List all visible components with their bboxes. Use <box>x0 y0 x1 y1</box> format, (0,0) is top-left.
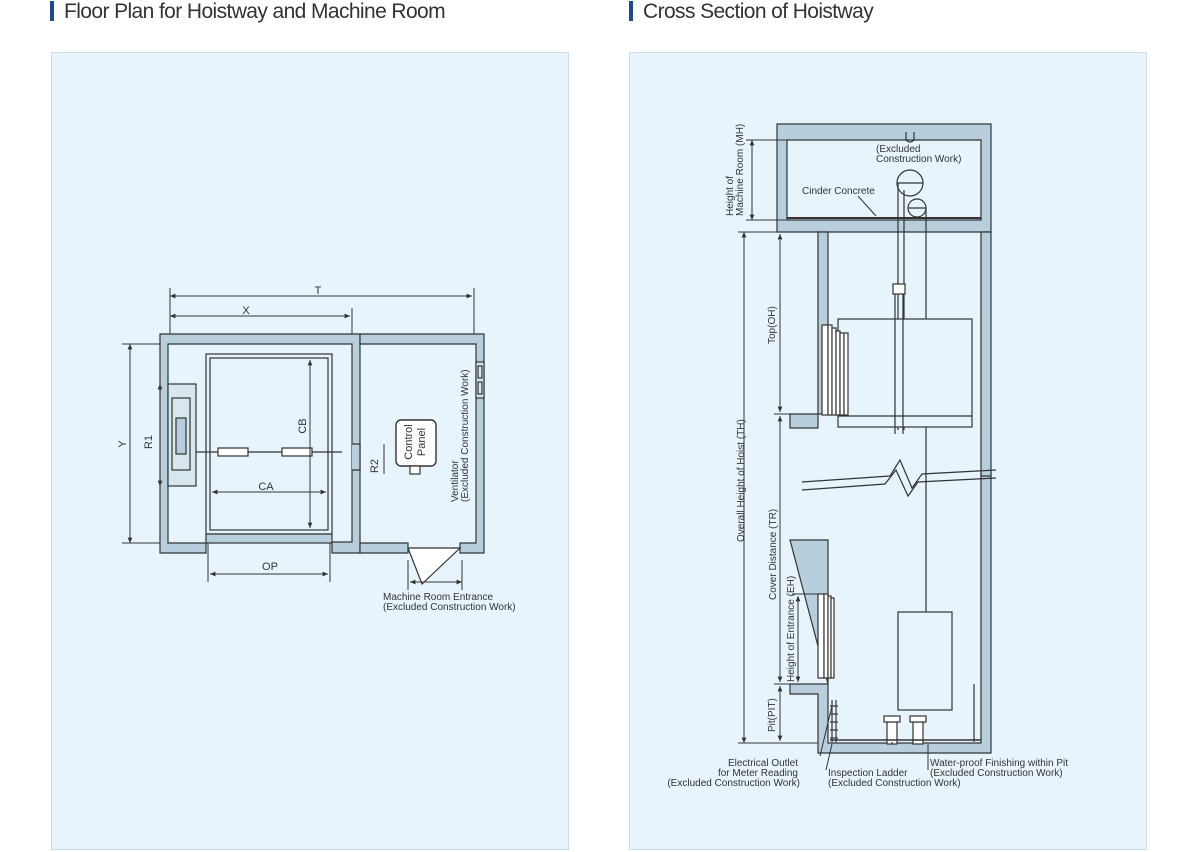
overall-height-label: Overall Height of Hoist (TH) <box>736 419 747 542</box>
car-frame <box>837 318 973 428</box>
control-panel-icon <box>395 419 437 475</box>
machine-room-entrance-label-2: (Excluded Construction Work) <box>383 602 516 613</box>
hoistway-left-wall-lower <box>789 471 992 754</box>
car-outline <box>205 353 333 535</box>
control-panel-label-2: Panel <box>416 428 428 456</box>
entrance-height-label: Height of Entrance (EH) <box>786 576 797 682</box>
floor-plan-drawing <box>159 333 485 586</box>
break-line <box>801 458 997 490</box>
dim-R1: R1 <box>143 435 155 449</box>
dim-CA: CA <box>258 481 274 493</box>
floor-plan-labels: T X Y R1 R2 CB CA OP Control Panel Venti… <box>117 285 516 613</box>
hook-icon <box>905 132 915 143</box>
ventilator-icon <box>475 361 485 399</box>
control-panel-label-1: Control <box>403 424 415 459</box>
cross-section-title: Cross Section of Hoistway <box>628 0 874 23</box>
pit-label: Pit(PIT) <box>767 698 778 732</box>
electrical-outlet-label-3: (Excluded Construction Work) <box>667 778 800 789</box>
excluded-top-label-1: (Excluded <box>876 144 920 155</box>
cross-section-drawing <box>776 123 997 754</box>
inspection-ladder-label-1: Inspection Ladder <box>828 768 908 779</box>
waterproof-label-1: Water-proof Finishing within Pit <box>930 758 1068 769</box>
electrical-outlet-label-1: Electrical Outlet <box>728 758 798 769</box>
floor-plan-dimensions <box>122 288 475 590</box>
dim-R2: R2 <box>369 459 381 473</box>
cinder-concrete-label: Cinder Concrete <box>802 186 875 197</box>
buffer-icon <box>883 715 901 745</box>
machine-room-height-label-2: Machine Room (MH) <box>735 124 746 216</box>
floor-plan-title: Floor Plan for Hoistway and Machine Room <box>49 0 446 23</box>
dim-Y: Y <box>117 440 129 448</box>
dim-T: T <box>315 285 322 297</box>
ventilator-label-1: Ventilator <box>450 460 461 502</box>
dim-X: X <box>242 305 250 317</box>
door-sill <box>205 533 333 544</box>
inspection-ladder <box>830 700 838 742</box>
cross-section-labels: Height of Machine Room (MH) (Excluded Co… <box>667 124 1068 789</box>
machine-room-door <box>407 547 462 586</box>
top-oh-label: Top(OH) <box>767 306 778 344</box>
hoistway-right-wall-upper <box>980 231 992 477</box>
electrical-outlet-label-2: for Meter Reading <box>718 768 798 779</box>
excluded-top-label-2: Construction Work) <box>876 154 961 165</box>
ventilator-label-2: (Excluded Construction Work) <box>460 369 471 502</box>
waterproof-label-2: (Excluded Construction Work) <box>930 768 1063 779</box>
cover-distance-label: Cover Distance (TR) <box>768 509 779 600</box>
counterweight <box>897 611 953 711</box>
dim-CB: CB <box>297 418 309 433</box>
buffer-icon <box>909 715 927 745</box>
machine-room-wall <box>359 333 485 554</box>
dim-OP: OP <box>262 561 278 573</box>
machine-room-entrance-label-1: Machine Room Entrance <box>383 592 493 603</box>
cross-section-dimensions <box>738 139 929 771</box>
machine-room-shell <box>776 123 992 233</box>
machine-room-height-label-1: Height of <box>725 176 736 216</box>
inspection-ladder-label-2: (Excluded Construction Work) <box>828 778 961 789</box>
